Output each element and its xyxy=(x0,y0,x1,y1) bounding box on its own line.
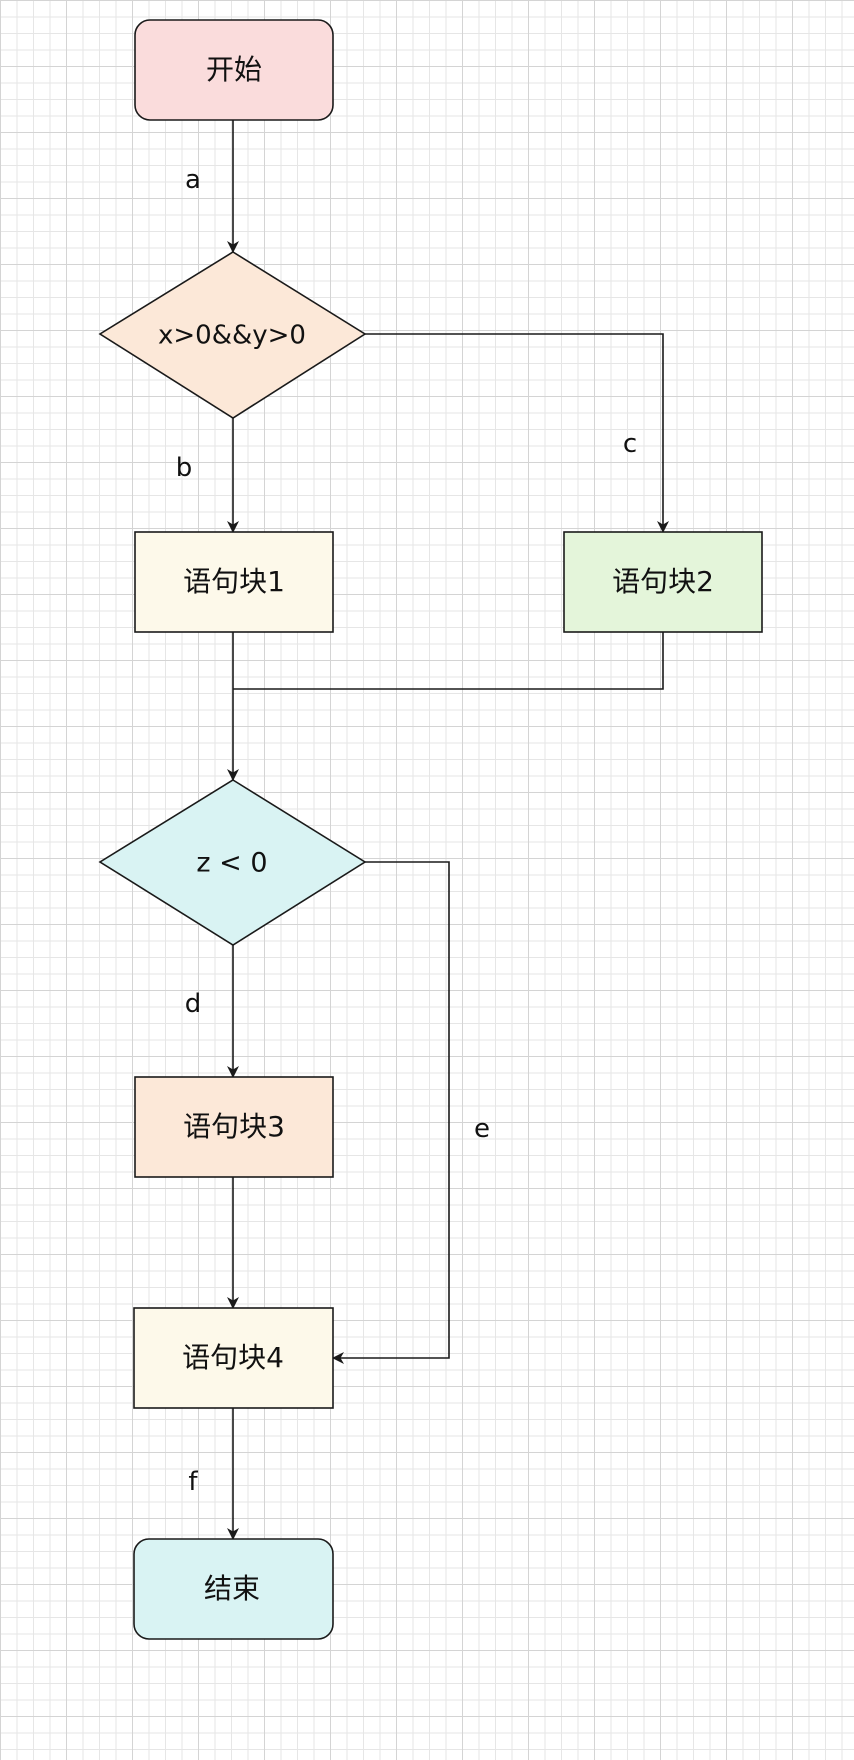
edge-e xyxy=(332,861,450,1364)
node-condition-z-shape xyxy=(98,779,367,946)
node-condition-z[interactable]: z < 0 xyxy=(98,779,367,946)
node-block4[interactable]: 语句块4 xyxy=(133,1307,334,1409)
node-block3-shape xyxy=(134,1076,334,1178)
node-block2[interactable]: 语句块2 xyxy=(563,531,763,633)
edge-label-e: e xyxy=(474,1114,490,1144)
node-block2-shape xyxy=(563,531,763,633)
node-block4-shape xyxy=(133,1307,334,1409)
edge-label-b: b xyxy=(176,453,193,483)
edge-label-f: f xyxy=(188,1467,198,1497)
node-block2-label: 语句块2 xyxy=(612,565,714,598)
node-condition-xy[interactable]: x>0&&y>0 xyxy=(98,251,367,419)
node-end-label: 结束 xyxy=(204,1572,260,1605)
node-condition-xy-label: x>0&&y>0 xyxy=(158,321,306,351)
node-block3[interactable]: 语句块3 xyxy=(134,1076,334,1178)
node-block4-label: 语句块4 xyxy=(182,1341,284,1374)
node-start[interactable]: 开始 xyxy=(134,19,334,121)
node-start-label: 开始 xyxy=(206,53,262,86)
node-condition-z-label: z < 0 xyxy=(196,848,267,879)
edge-block2-merge xyxy=(233,632,664,690)
node-start-shape xyxy=(134,19,334,121)
node-block1-label: 语句块1 xyxy=(183,565,285,598)
edge-label-a: a xyxy=(185,165,201,195)
edge-label-c: c xyxy=(623,429,637,459)
edge-c xyxy=(365,333,669,533)
node-block1[interactable]: 语句块1 xyxy=(134,531,334,633)
node-condition-xy-shape xyxy=(98,251,367,419)
edge-label-d: d xyxy=(185,989,202,1019)
node-block3-label: 语句块3 xyxy=(183,1110,285,1143)
node-end-shape xyxy=(133,1538,334,1640)
node-end[interactable]: 结束 xyxy=(133,1538,334,1640)
node-block1-shape xyxy=(134,531,334,633)
